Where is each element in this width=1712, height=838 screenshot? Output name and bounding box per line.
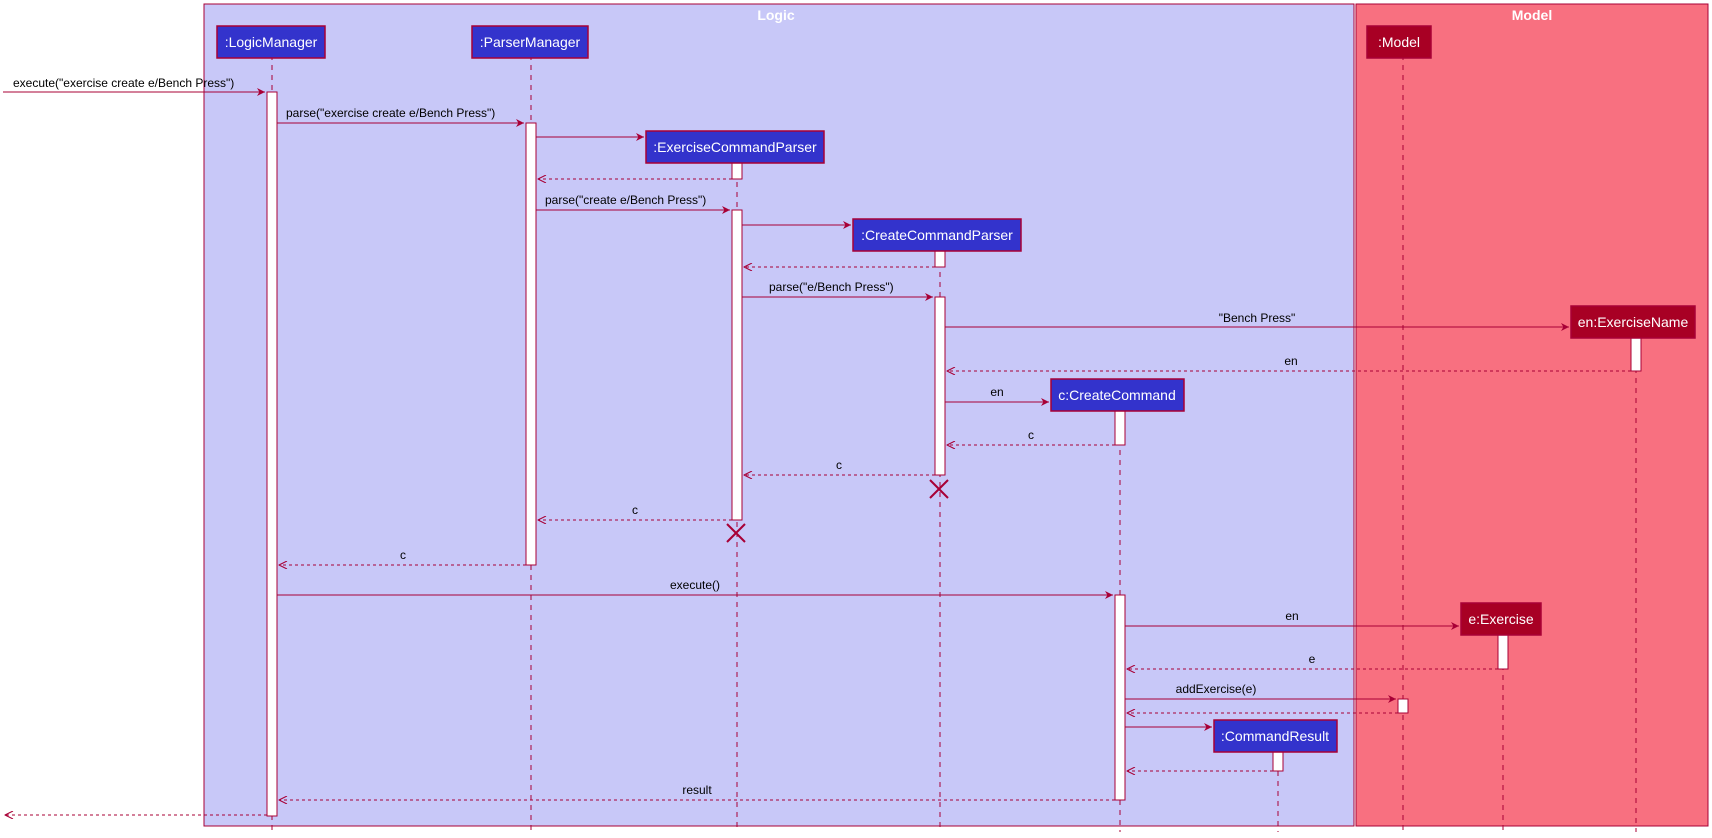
participant-exercise-command-parser-label: :ExerciseCommandParser <box>653 139 817 155</box>
label-en-to-exercise: en <box>1285 609 1298 623</box>
participant-model-label: :Model <box>1378 34 1420 50</box>
activation-exercise-name <box>1630 337 1642 372</box>
label-bench-press: "Bench Press" <box>1219 311 1296 325</box>
activation-create-command-parser-parse <box>934 296 946 476</box>
participant-create-command-parser: :CreateCommandParser <box>852 218 1022 252</box>
destroy-marker-create-command-parser <box>929 479 949 499</box>
activation-command-result <box>1272 750 1284 772</box>
message-arrows <box>3 88 1631 815</box>
label-execute: execute() <box>670 578 720 592</box>
label-return-c-parser-manager: c <box>400 548 406 562</box>
participant-exercise-label: e:Exercise <box>1468 611 1534 627</box>
participant-model: :Model <box>1366 25 1432 59</box>
activation-exercise-command-parser-parse <box>731 209 743 521</box>
destroy-marker-exercise-command-parser <box>726 523 746 543</box>
activation-create-command-parser-create <box>934 249 946 268</box>
model-group: Model <box>1355 3 1709 827</box>
label-en-to-command: en <box>990 385 1003 399</box>
label-return-e: e <box>1309 652 1316 666</box>
label-result: result <box>682 783 712 797</box>
participant-exercise-name-label: en:ExerciseName <box>1578 314 1689 330</box>
label-return-c-exercise-parser: c <box>632 503 638 517</box>
participant-parser-manager: :ParserManager <box>471 25 589 59</box>
activation-exercise-command-parser-create <box>731 161 743 180</box>
logic-group: Logic <box>203 3 1355 827</box>
label-add-exercise: addExercise(e) <box>1176 682 1257 696</box>
label-return-c-command: c <box>1028 428 1034 442</box>
participant-logic-manager-label: :LogicManager <box>225 34 318 50</box>
activation-bars <box>266 91 1642 817</box>
participant-create-command-parser-label: :CreateCommandParser <box>861 227 1013 243</box>
label-parse-create: parse("create e/Bench Press") <box>545 193 706 207</box>
participant-exercise-command-parser: :ExerciseCommandParser <box>645 130 825 164</box>
participant-create-command-label: c:CreateCommand <box>1058 387 1176 403</box>
activation-create-command-execute <box>1114 594 1126 801</box>
activation-logic-manager <box>266 91 278 817</box>
label-parse-name: parse("e/Bench Press") <box>769 280 894 294</box>
destroy-markers <box>726 479 949 543</box>
participant-command-result-label: :CommandResult <box>1221 728 1329 744</box>
participant-command-result: :CommandResult <box>1213 719 1338 753</box>
message-labels: execute("exercise create e/Bench Press")… <box>13 76 1316 797</box>
activation-model <box>1397 698 1409 714</box>
logic-group-title: Logic <box>757 7 795 23</box>
participant-parser-manager-label: :ParserManager <box>480 34 581 50</box>
model-group-title: Model <box>1512 7 1552 23</box>
label-parse-full: parse("exercise create e/Bench Press") <box>286 106 495 120</box>
participant-exercise-name: en:ExerciseName <box>1570 305 1696 339</box>
label-execute-call: execute("exercise create e/Bench Press") <box>13 76 234 90</box>
label-return-en: en <box>1284 354 1297 368</box>
label-return-c-create-parser: c <box>836 458 842 472</box>
activation-parser-manager <box>525 122 537 566</box>
activation-exercise <box>1497 634 1509 670</box>
activation-create-command-create <box>1114 409 1126 446</box>
participant-logic-manager: :LogicManager <box>216 25 326 59</box>
participant-exercise: e:Exercise <box>1460 602 1542 636</box>
participant-create-command: c:CreateCommand <box>1050 378 1185 412</box>
